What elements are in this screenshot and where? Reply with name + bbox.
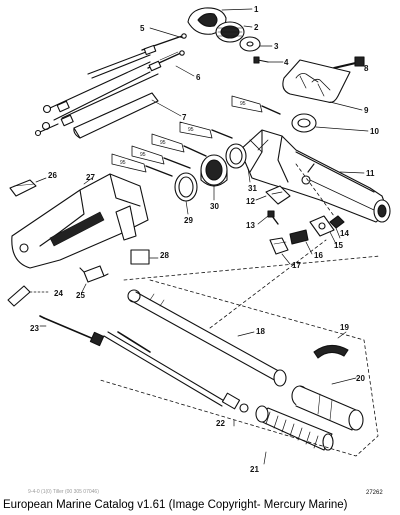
spec-tag-label: 95 xyxy=(240,101,246,107)
part-14-nut xyxy=(329,215,345,229)
spec-tag-label: 95 xyxy=(160,140,166,146)
callout-12: 12 xyxy=(246,197,255,206)
callout-7: 7 xyxy=(182,113,187,122)
part-12-bracket xyxy=(265,185,291,205)
part-17-screw xyxy=(269,237,289,255)
callout-3: 3 xyxy=(274,42,279,51)
callout-19: 19 xyxy=(340,323,349,332)
callout-6: 6 xyxy=(196,73,201,82)
callout-29: 29 xyxy=(184,216,193,225)
callout-5: 5 xyxy=(140,24,145,33)
callout-24: 24 xyxy=(54,289,63,298)
part-9-grommet xyxy=(282,59,351,103)
callout-22: 22 xyxy=(216,419,225,428)
callout-17: 17 xyxy=(292,261,301,270)
part-15-knob xyxy=(309,215,335,237)
callout-15: 15 xyxy=(334,241,343,250)
part-13-screw xyxy=(267,210,279,225)
part-19-clip xyxy=(313,344,349,359)
part-21-grip xyxy=(255,405,334,451)
part-8-bolt xyxy=(333,56,365,69)
part-27-bracket xyxy=(11,173,149,269)
part-11-tiller-handle xyxy=(239,129,391,223)
callout-14: 14 xyxy=(340,229,349,238)
cable-assembly xyxy=(34,61,159,137)
part-26-clip xyxy=(9,179,37,197)
dashed-guide-lines xyxy=(99,163,381,457)
callout-9: 9 xyxy=(364,106,369,115)
part-7-sleeve xyxy=(73,92,159,139)
part-6-cable xyxy=(147,50,185,72)
callout-18: 18 xyxy=(256,327,265,336)
part-2-spring xyxy=(215,21,245,43)
callout-4: 4 xyxy=(284,58,289,67)
part-28-pad xyxy=(130,249,150,265)
callout-31: 31 xyxy=(248,184,257,193)
part-16-spring xyxy=(289,229,309,245)
spec-tag-label: 95 xyxy=(140,152,146,158)
spec-tag-label: 95 xyxy=(120,160,126,166)
part-30-bushing xyxy=(200,154,228,187)
callout-23: 23 xyxy=(30,324,39,333)
spec-tag-label: 95 xyxy=(188,127,194,133)
callout-27: 27 xyxy=(86,173,95,182)
spec-tag-group xyxy=(111,95,281,177)
part-20-grip-sleeve xyxy=(291,385,364,431)
drawing-number: 27262 xyxy=(366,490,383,496)
callout-labels: 1 2 3 4 5 6 7 8 9 10 11 12 13 14 15 16 1… xyxy=(30,5,379,474)
callout-10: 10 xyxy=(370,127,379,136)
callout-28: 28 xyxy=(160,251,169,260)
part-22-cable xyxy=(103,331,249,413)
part-23-bolt xyxy=(39,315,105,347)
part-18-shaft xyxy=(127,289,287,387)
callout-8: 8 xyxy=(364,64,369,73)
part-24-plate xyxy=(7,285,31,307)
callout-20: 20 xyxy=(356,374,365,383)
callout-21: 21 xyxy=(250,465,259,474)
callout-25: 25 xyxy=(76,291,85,300)
part-25-clip xyxy=(79,265,109,283)
footer-faint-text: 9-4-0 (1(0) Tiller (00 305 07046) xyxy=(28,489,99,495)
callout-1: 1 xyxy=(254,5,259,14)
spec-tag-labels: 95 95 95 95 95 xyxy=(120,101,246,166)
callout-13: 13 xyxy=(246,221,255,230)
callout-30: 30 xyxy=(210,202,219,211)
exploded-parts-diagram: 1 2 3 4 5 6 7 8 9 10 11 12 13 14 15 16 1… xyxy=(7,5,391,496)
catalog-caption: European Marine Catalog v1.61 (Image Cop… xyxy=(3,499,348,511)
callout-2: 2 xyxy=(254,23,259,32)
part-4-screw xyxy=(253,56,269,64)
part-31-washer xyxy=(225,143,247,169)
part-5-cable xyxy=(87,33,187,79)
part-1-cap xyxy=(187,7,227,35)
callout-26: 26 xyxy=(48,171,57,180)
callout-16: 16 xyxy=(314,251,323,260)
part-10-ring xyxy=(291,113,317,133)
part-29-ring xyxy=(174,172,198,202)
part-3-washer xyxy=(239,36,261,52)
callout-11: 11 xyxy=(366,169,375,178)
